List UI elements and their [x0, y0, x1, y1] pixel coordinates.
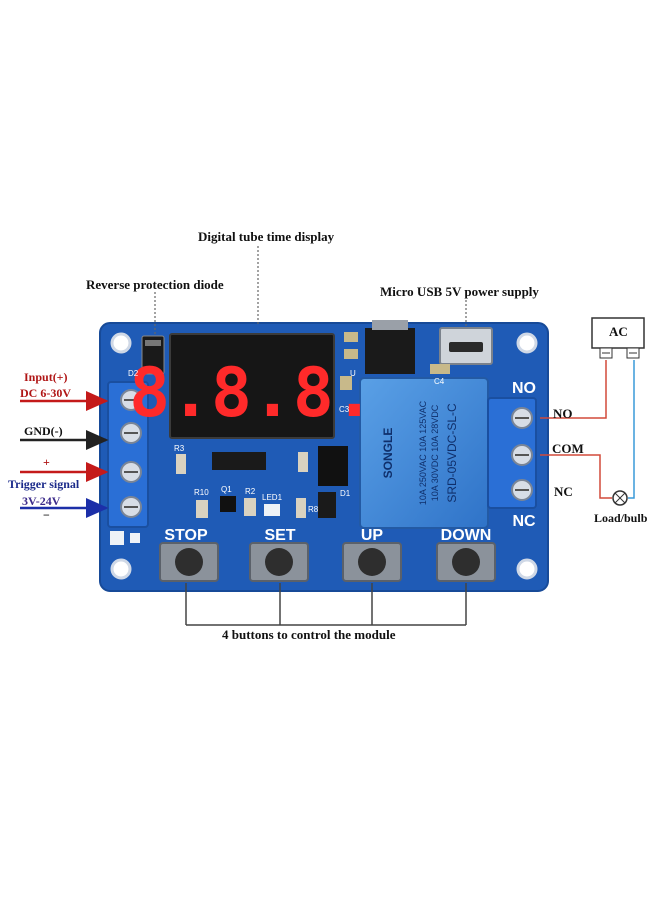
button-label-down: DOWN	[441, 527, 492, 544]
gnd-label: GND(-)	[24, 424, 63, 438]
push-buttons	[159, 542, 496, 582]
digital-tube-display	[169, 333, 335, 439]
display-digits: 8.8.8.	[129, 354, 375, 433]
button-label-stop: STOP	[164, 527, 208, 544]
buttons-callout: 4 buttons to control the module	[222, 627, 396, 642]
ref-d2: D2	[128, 369, 139, 378]
buttons-bracket	[185, 583, 467, 626]
button-label-set: SET	[264, 527, 295, 544]
ref-c4: C4	[434, 377, 445, 386]
bulb-icon	[612, 490, 628, 506]
ref-r2: R2	[245, 487, 256, 496]
mounting-holes	[110, 332, 538, 580]
no-label: NO	[553, 406, 573, 421]
diode-callout: Reverse protection diode	[86, 277, 224, 292]
ref-led1: LED1	[262, 493, 283, 502]
ref-r8: R8	[308, 505, 319, 514]
trigger-label: Trigger signal	[8, 477, 80, 491]
ref-q1: Q1	[221, 485, 232, 494]
nc-label: NC	[554, 484, 573, 499]
trigger-minus-sign: −	[43, 508, 50, 522]
button-label-up: UP	[361, 527, 384, 544]
dc-range-label: DC 6-30V	[20, 386, 71, 400]
input-terminal-block	[107, 381, 149, 528]
terminal-label-nc: NC	[512, 513, 536, 530]
relay-rating-line2: 10A 30VDC 10A 28VDC	[430, 404, 440, 501]
trigger-range-label: 3V-24V	[22, 494, 61, 508]
output-screws	[511, 407, 533, 501]
display-callout: Digital tube time display	[198, 229, 335, 244]
load-wiring	[540, 360, 635, 499]
terminal-label-no: NO	[512, 380, 536, 397]
relay-rating-line1: 10A 250VAC 10A 125VAC	[418, 400, 428, 505]
input-screws	[120, 389, 142, 518]
ref-c3: C3	[339, 405, 350, 414]
ref-d1: D1	[340, 489, 351, 498]
com-label: COM	[552, 441, 584, 456]
ref-r3: R3	[174, 444, 185, 453]
trigger-plus-sign: +	[43, 455, 50, 469]
input-plus-label: Input(+)	[24, 370, 68, 384]
ref-r10: R10	[194, 488, 209, 497]
ac-label: AC	[609, 324, 628, 339]
ac-source-box	[591, 317, 645, 349]
usb-callout: Micro USB 5V power supply	[380, 284, 539, 299]
load-bulb-label: Load/bulb	[594, 511, 648, 525]
relay-brand: SONGLE	[381, 428, 395, 479]
voltage-regulator	[365, 328, 415, 374]
relay-model: SRD-05VDC-SL-C	[445, 403, 459, 503]
smd-components	[176, 376, 352, 518]
ref-u: U	[350, 369, 356, 378]
